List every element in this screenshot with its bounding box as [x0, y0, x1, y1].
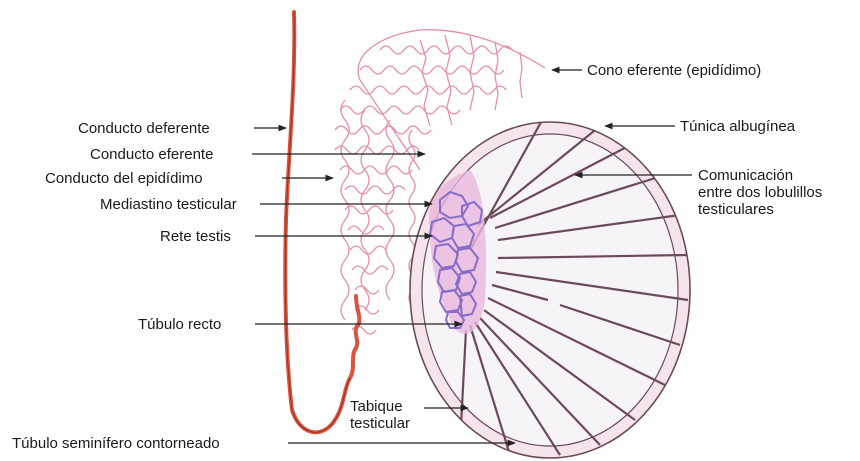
label-tubulo-recto: Túbulo recto: [138, 316, 221, 333]
vas-deferens: [285, 12, 359, 432]
label-cono-eferente: Cono eferente (epidídimo): [587, 62, 761, 79]
label-mediastino: Mediastino testicular: [100, 196, 237, 213]
label-tubulo-seminifero: Túbulo seminífero contorneado: [12, 435, 220, 452]
label-rete-testis: Rete testis: [160, 228, 231, 245]
label-conducto-epididimo: Conducto del epidídimo: [45, 170, 203, 187]
label-conducto-deferente: Conducto deferente: [78, 120, 210, 137]
label-comunicacion-line3: testiculares: [698, 201, 822, 218]
label-comunicacion: Comunicación entre dos lobulillos testic…: [698, 167, 822, 218]
label-tabique: Tabique testicular: [350, 398, 410, 432]
label-tabique-line1: Tabique: [350, 398, 410, 415]
label-comunicacion-line2: entre dos lobulillos: [698, 184, 822, 201]
label-tunica-albuginea: Túnica albugínea: [680, 118, 795, 135]
label-tabique-line2: testicular: [350, 415, 410, 432]
label-comunicacion-line1: Comunicación: [698, 167, 822, 184]
testis-body: [410, 115, 690, 458]
label-conducto-eferente: Conducto eferente: [90, 146, 213, 163]
